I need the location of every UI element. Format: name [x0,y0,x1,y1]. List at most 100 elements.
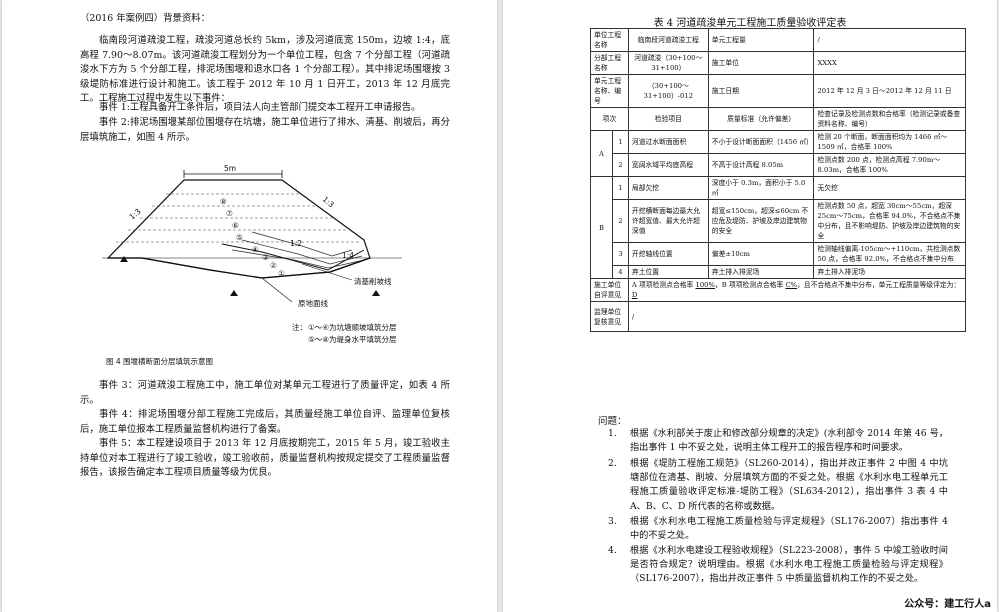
callout-ground-line: 原地面线 [298,298,328,308]
callout-line-1 [301,263,353,281]
row-item: 开挖轴线位置 [627,242,709,266]
cell-unit-name-label: 单元工程名称、编号 [590,74,629,108]
slope-label-mid: 1:2 [290,239,302,248]
row-record: 检测轴线偏离-105cm～+110cm，共检测点数 50 点，合格率 92.0%… [813,242,966,266]
figure-note-2: ⑤～⑧为堤身水平填筑分层 [308,334,397,344]
table-row: 单元工程名称、编号 （30+100～31+100）-012 施工日期 2012 … [590,74,966,108]
table-row: 2 宽阔水域平均底高程 不高于设计高程 8.05m 检测点数 200 点，检测点… [591,153,966,177]
table-row: 3 开挖轴线位置 偏差±10cm 检测轴线偏离-105cm～+110cm，共检测… [591,242,966,266]
row-standard: 偏差±10cm [707,242,815,266]
layer-label-5: ⑤ [236,233,243,242]
slope-label-left: 1:3 [128,207,143,222]
cell-unit-name-value: （30+100～31+100）-012 [627,74,709,108]
row-standard: 不小于设计断面面积（1456 ㎡） [707,130,815,154]
row-record: 检测点数 200 点，检测点高程 7.90m～8.03m，合格率 100% [813,153,966,177]
question-text: 根据《水利水电建设工程验收规程》（SL223-2008），事件 5 中竣工验收时… [630,545,948,585]
table-row: 单位工程名称 临南段河道疏浚工程 单元工程量 / [590,28,966,52]
layer-label-3: ③ [262,253,269,262]
row-item: 弃土位置 [627,265,709,279]
cell-division-value: 河道疏浚（30+100～31+100） [627,51,709,75]
question-number: 2. [608,458,617,469]
category-b: B [590,176,613,279]
row-standard: 弃土排入排泥场 [707,265,815,279]
question-text: 根据《水利部关于废止和修改部分规章的决定》(水利部令 2014 年第 46 号，… [630,428,948,454]
row-number: 2 [611,199,629,243]
row-number: 3 [611,242,629,266]
question-item: 2. 根据《堤防工程施工规范》（SL260-2014），指出并改正事件 2 中图… [608,457,948,514]
slope-label-right: 1:3 [321,195,336,210]
callout-line-2 [261,277,293,303]
question-item: 4. 根据《水利水电建设工程验收规程》（SL223-2008），事件 5 中竣工… [608,544,948,587]
slope-label-low: 1:4 [342,251,354,260]
cell-unit-qty-value: / [813,28,966,52]
question-number: 3. [608,516,617,527]
row-standard: 超宽≤150cm，超深≤60cm 不应危及堤防、护坡及岸边建筑物的安全 [707,199,815,243]
quality-table: 单位工程名称 临南段河道疏浚工程 单元工程量 / 分部工程名称 河道疏浚（30+… [590,28,967,332]
table-header-row: 项次 检验项目 质量标准（允许偏差） 检查记录及检测点数和合格率（检测记录或备查… [590,107,966,131]
row-standard: 深度小于 0.3m，面积小于 5.0 ㎡ [707,176,815,200]
cell-unit-project-label: 单位工程名称 [590,28,629,52]
table-row: 2 开挖横断面每边最大允许超宽值、最大允许超深值 超宽≤150cm，超深≤60c… [591,199,966,243]
self-eval-text: A 项项检测点合格率 100%，B 项项检测点合格率 C%，且不合格点不集中分布… [627,278,967,302]
self-eval-label: 施工单位自评意见 [590,278,629,302]
row-number: 2 [611,153,629,177]
row-item: 宽阔水域平均底高程 [627,153,709,177]
cell-contractor-value: XXXX [813,51,966,75]
question-number: 4. [608,545,617,556]
table-title: 表 4 河道疏浚单元工程施工质量验收评定表 [653,18,847,29]
right-page: 表 4 河道疏浚单元工程施工质量验收评定表 单位工程名称 临南段河道疏浚工程 单… [503,0,997,612]
cleaning-slope-line [221,243,365,271]
category-a: A [590,130,613,177]
row-record: 检测 20 个断面，断面面积均为 1466 ㎡～1509 ㎡，合格率 100% [813,130,966,154]
row-item: 开挖横断面每边最大允许超宽值、最大允许超深值 [627,199,709,243]
row-standard: 不高于设计高程 8.05m [707,153,815,177]
layer-label-4: ④ [252,245,259,254]
header-item-no: 项次 [590,107,629,131]
original-ground-line [108,257,371,279]
row-number: 1 [611,176,629,200]
header-standard: 质量标准（允许偏差） [707,107,815,131]
layer-label-7: ⑦ [226,209,233,218]
background-paragraph: 临南段河道疏浚工程，疏浚河道总长约 5km，涉及河道底宽 150m，边坡 1:4… [80,35,450,105]
toe-marker-right [372,290,380,296]
cell-date-value: 2012 年 12 月 3 日～2012 年 12 月 11 日 [813,74,966,108]
toe-marker-mid [230,290,238,296]
cell-division-label: 分部工程名称 [590,51,629,75]
event-5: 事件 5：本工程建设项目于 2013 年 12 月底按期完工，2015 年 5 … [80,438,450,479]
event-1: 事件 1:工程具备开工条件后，项目法人向主管部门提交本工程开工申请报告。 [99,102,421,113]
footer-watermark: 公众号：建工行人a [904,599,991,610]
layer-label-2: ② [270,261,277,270]
questions-list: 1. 根据《水利部关于废止和修改部分规章的决定》(水利部令 2014 年第 46… [608,427,958,607]
question-number: 1. [608,428,617,439]
cell-date-label: 施工日期 [707,74,815,108]
cell-unit-project-value: 临南段河道疏浚工程 [627,28,709,52]
row-item: 局部欠挖 [627,176,709,200]
question-item: 3. 根据《水利水电工程施工质量检验与评定规程》（SL176-2007）指出事件… [608,515,948,543]
header-record: 检查记录及检测点数和合格率（检测记录或备查资料名称、编号） [813,107,966,131]
event-4: 事件 4：排泥场围堰分部工程施工完成后，其质量经施工单位自评、监理单位复核后，施… [80,409,450,435]
row-record: 无欠挖 [813,176,966,200]
question-text: 根据《堤防工程施工规范》（SL260-2014），指出并改正事件 2 中图 4 … [630,458,948,512]
callout-cleaning-slope: 清基削坡线 [354,276,392,286]
toe-marker-left [120,256,128,262]
cell-contractor-label: 施工单位 [707,51,815,75]
table-row: B 1 局部欠挖 深度小于 0.3m，面积小于 5.0 ㎡ 无欠挖 [590,176,966,279]
question-item: 1. 根据《水利部关于废止和修改部分规章的决定》(水利部令 2014 年第 46… [608,427,948,455]
table-row: 施工单位自评意见 A 项项检测点合格率 100%，B 项项检测点合格率 C%，且… [590,278,967,302]
event-3: 事件 3：河道疏浚工程施工中，施工单位对某单元工程进行了质量评定，如表 4 所示… [80,380,450,406]
embankment-outline [106,179,371,279]
row-number: 1 [611,130,629,154]
layer-label-8: ⑧ [220,197,227,206]
event-2: 事件 2:排泥场围堰某部位围堰存在坑塘，施工单位进行了排水、清基、削坡后，再分层… [80,117,450,143]
figure-note-1: ①～④为坑塘顺坡填筑分层 [308,322,397,332]
left-page: （2016 年案例四）背景资料： 临南段河道疏浚工程，疏浚河道总长约 5km，涉… [2,0,497,612]
cell-unit-qty-label: 单元工程量 [707,28,815,52]
supervisor-review-value: / [627,301,967,332]
row-record: 检测点数 50 点，超宽 30cm～55cm，超深 25cm～75cm，合格率 … [813,199,966,243]
row-record: 弃土排入排泥场 [813,265,966,279]
table-row: A 1 河道过水断面面积 不小于设计断面面积（1456 ㎡） 检测 20 个断面… [590,130,966,177]
header-check-item: 检验项目 [627,107,709,131]
crest-width-label: 5m [224,164,236,173]
figure-note-prefix: 注： [292,322,307,332]
table-row: 分部工程名称 河道疏浚（30+100～31+100） 施工单位 XXXX [590,51,966,75]
